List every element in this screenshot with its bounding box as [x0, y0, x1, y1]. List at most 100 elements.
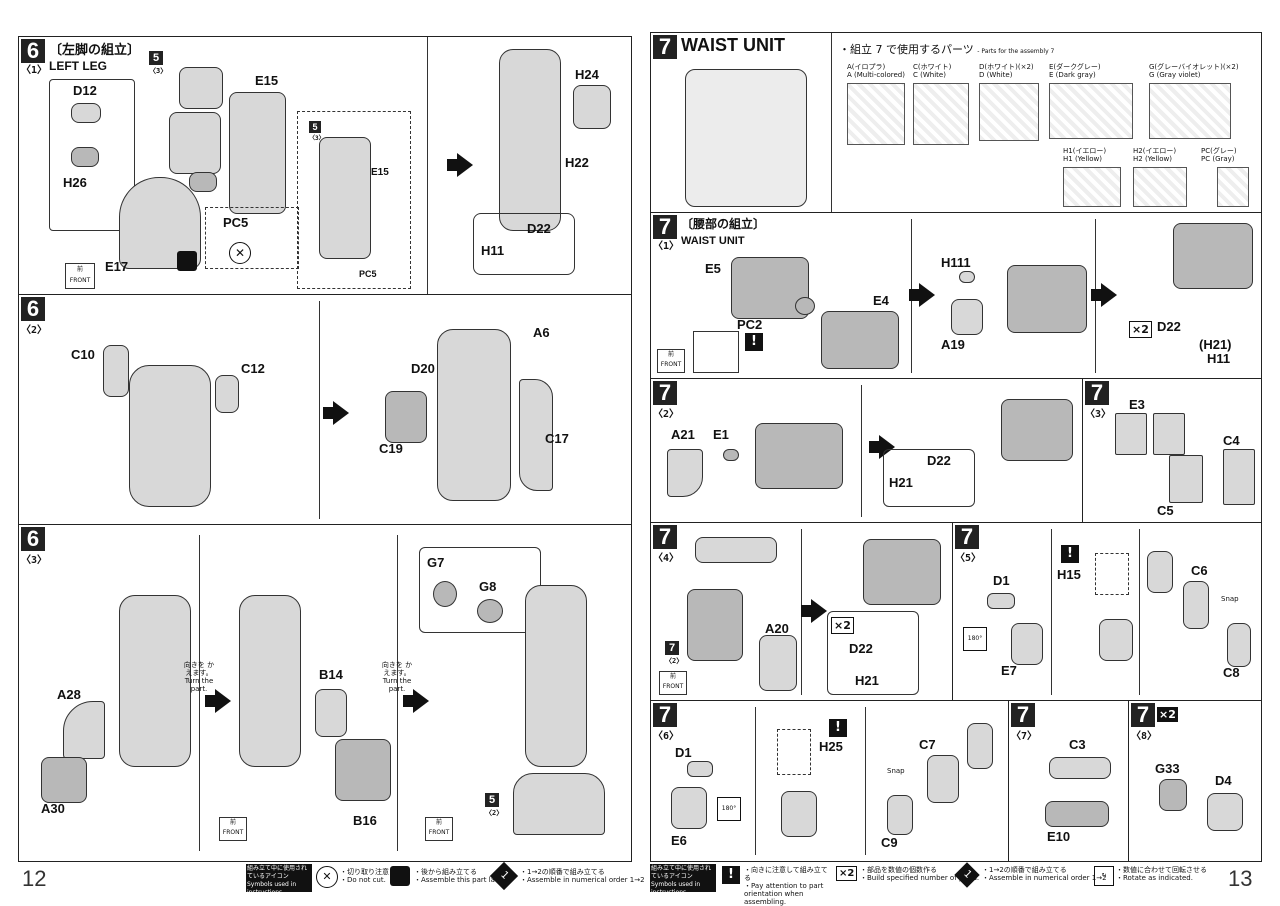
caution-icon: !	[722, 866, 740, 884]
part-label: E7	[1001, 663, 1017, 678]
part-g7	[433, 581, 457, 607]
multiply-badge: ×2	[1157, 707, 1178, 722]
ref-step: 5	[485, 793, 499, 807]
part-label: A30	[41, 801, 65, 816]
parts-title: ・組立 7 で使用するパーツ - Parts for the assembly …	[839, 43, 1055, 56]
sprue-pc	[1217, 167, 1249, 207]
step-number: 6	[21, 527, 45, 551]
part-label: D22	[1157, 319, 1181, 334]
part-label: D22	[527, 221, 551, 236]
part-c4	[1223, 449, 1255, 505]
part-plate-2	[967, 723, 993, 769]
sprue-d	[979, 83, 1039, 141]
part-c10	[103, 345, 129, 397]
assemble-later-icon	[390, 866, 410, 886]
part-label: H111	[941, 255, 971, 270]
sub-step: 〈1〉	[21, 65, 48, 76]
part-label: H11	[1207, 351, 1231, 366]
sprue-label: C(ホワイト)C (White)	[913, 63, 952, 79]
part-pc2	[795, 297, 815, 315]
sprue-a	[847, 83, 905, 145]
step-number: 7	[1085, 381, 1109, 405]
sub-step: 〈7〉	[1011, 731, 1038, 742]
page-number: 12	[22, 866, 47, 891]
part-label: H21	[855, 673, 879, 688]
part-label: D20	[411, 361, 435, 376]
waist-section-6: 7 〈6〉 D1 180° E6 ! H25 C7 Snap C9	[650, 700, 1010, 862]
waist-section-7: 7 〈7〉 C3 E10	[1008, 700, 1130, 862]
sprue-e	[1049, 83, 1133, 139]
part-label: C4	[1223, 433, 1240, 448]
part-b14	[315, 689, 347, 737]
legend-text: ・後から組み立てる・Assemble this part later.	[414, 868, 507, 884]
ref-sub: 〈3〉	[149, 67, 168, 75]
part-label: C12	[241, 361, 265, 376]
assemble-later-icon	[177, 251, 197, 271]
sprue-h2	[1133, 167, 1187, 207]
left-leg-section-2: 6 〈2〉 C10 C12 D20 C19 A6 C17	[18, 294, 632, 526]
callout-box	[827, 611, 919, 695]
part-label: B16	[353, 813, 377, 828]
part-leg-assembled	[499, 49, 561, 231]
sprue-label: E(ダークグレー)E (Dark gray)	[1049, 63, 1101, 79]
rotate-icon: 180°	[717, 797, 741, 821]
part-c17	[519, 379, 553, 491]
part-label: PC5	[223, 215, 249, 230]
next-arrow	[403, 689, 429, 713]
divider	[199, 535, 200, 851]
waist-section-5: 7 〈5〉 D1 180° E7 ! H15 C6 Snap C8	[952, 522, 1262, 702]
part-assembly	[863, 539, 941, 605]
sub-step: 〈8〉	[1131, 731, 1158, 742]
step-number: 7	[955, 525, 979, 549]
orientation-box	[777, 729, 811, 775]
part-g8	[477, 599, 503, 623]
part-plate	[1099, 619, 1133, 661]
part-g33	[1159, 779, 1187, 811]
part-label: G8	[479, 579, 497, 594]
callout-box	[883, 449, 975, 507]
waist-unit-header: 7 WAIST UNIT ・組立 7 で使用するパーツ - Parts for …	[650, 32, 1262, 214]
part-leg-2	[239, 595, 301, 767]
part-label: C9	[881, 835, 898, 850]
step-number: 7	[653, 35, 677, 59]
sprue-label: H2(イエロー)H2 (Yellow)	[1133, 147, 1177, 163]
part-waist	[687, 589, 743, 661]
sub-step: 〈3〉	[21, 555, 48, 566]
divider	[319, 301, 320, 519]
sub-step: 〈4〉	[653, 553, 680, 564]
part-label: E15	[255, 73, 279, 88]
page-number: 13	[1228, 866, 1253, 891]
snap-note: Snap	[887, 767, 905, 775]
rotate-icon: 180°	[963, 627, 987, 651]
part-label: PC5	[359, 269, 377, 279]
sub-step: 〈2〉	[21, 325, 48, 336]
sprue-h1	[1063, 167, 1121, 207]
part-label: D12	[73, 83, 97, 98]
part-e1	[723, 449, 739, 461]
ref-sub: 〈2〉	[665, 657, 684, 665]
part-plate-2	[1147, 551, 1173, 593]
callout-box	[49, 79, 135, 231]
sprue-g	[1149, 83, 1231, 139]
part-plate-2	[1153, 413, 1185, 455]
sub-step: 〈2〉	[653, 409, 680, 420]
part-label: C3	[1069, 737, 1086, 752]
part-label: D1	[993, 573, 1010, 588]
step-number: 6	[21, 39, 45, 63]
next-arrow	[323, 401, 349, 425]
part-e10	[1045, 801, 1109, 827]
part-b16	[335, 739, 391, 801]
part-h24	[573, 85, 611, 129]
waist-section-2: 7 〈2〉 A21 E1 D22 H21	[650, 378, 1084, 524]
part-label: H25	[819, 739, 843, 754]
part-label: G7	[427, 555, 445, 570]
part-leg-final	[525, 585, 587, 767]
next-arrow	[447, 153, 473, 177]
multiply-icon: ×2	[836, 866, 858, 881]
section-title-jp: 〔腰部の組立〕	[681, 217, 766, 231]
part-label: A20	[765, 621, 789, 636]
part-c5	[1169, 455, 1203, 503]
